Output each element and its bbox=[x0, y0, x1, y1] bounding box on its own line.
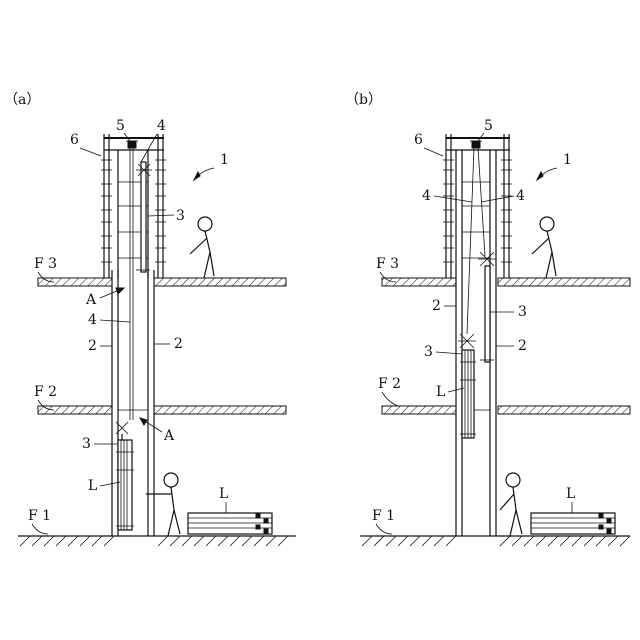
panel-a-material-stack bbox=[188, 513, 272, 534]
panel-b-system-arrow bbox=[537, 172, 543, 180]
panel-a-upper-carriage bbox=[136, 162, 152, 272]
panel-a-f1-leader bbox=[32, 524, 48, 534]
panel-a-ref-f2: F 2 bbox=[34, 384, 57, 400]
panel-a-slab-f3 bbox=[38, 278, 286, 286]
panel-a-lower-carriage bbox=[116, 422, 134, 530]
panel-a-carriage-top-leader bbox=[148, 215, 174, 216]
panel-b-ref-system: 1 bbox=[563, 152, 572, 168]
panel-b-f2-leader bbox=[382, 392, 398, 406]
panel-b-ref-carriage-left: 3 bbox=[424, 344, 433, 360]
panel-a-scaffold-leader bbox=[80, 148, 101, 156]
panel-a-hoist bbox=[126, 141, 138, 148]
panel-a-ref-f1: F 1 bbox=[28, 508, 51, 524]
panel-b-lower-carriage bbox=[458, 334, 476, 438]
panel-b-ground-f1 bbox=[360, 536, 630, 546]
panel-a-ref-carriage-bottom: 3 bbox=[82, 436, 91, 452]
panel-b-wire bbox=[467, 148, 485, 334]
panel-a-worker-top bbox=[190, 217, 214, 278]
panel-a-ref-load-left: L bbox=[88, 478, 97, 494]
panel-a-ref-load-right: L bbox=[219, 486, 228, 502]
panel-b-ref-f2: F 2 bbox=[378, 376, 401, 392]
panel-b-ref-wire-right: 4 bbox=[516, 188, 525, 204]
panel-a: （a） bbox=[4, 92, 296, 546]
panel-a-section-a-bottom-arrow bbox=[140, 418, 147, 425]
panel-a-ref-wire-top: 4 bbox=[157, 118, 166, 134]
panel-b-f1-leader bbox=[376, 524, 392, 534]
panel-b-ref-scaffold: 6 bbox=[414, 132, 423, 148]
panel-b-material-stack bbox=[531, 513, 615, 534]
panel-a-wire bbox=[130, 148, 133, 420]
panel-b-ref-load-left: L bbox=[436, 384, 445, 400]
panel-a-ref-carriage-top: 3 bbox=[176, 208, 185, 224]
panel-b-wire-left-leader bbox=[434, 196, 472, 202]
panel-a-ref-system: 1 bbox=[220, 152, 229, 168]
panel-b-hoist bbox=[470, 141, 482, 148]
panel-b-carriage-left-leader bbox=[436, 352, 462, 354]
panel-a-ref-f3: F 3 bbox=[34, 256, 57, 272]
panel-b-slab-f3 bbox=[382, 278, 630, 286]
panel-b-slab-f2 bbox=[382, 406, 630, 414]
panel-b-ref-shaft-left: 2 bbox=[432, 298, 441, 314]
panel-b-ref-wire-left: 4 bbox=[422, 188, 431, 204]
panel-a-ref-hoist: 5 bbox=[116, 118, 125, 134]
panel-a-scaffold bbox=[101, 134, 166, 278]
panel-a-label: （a） bbox=[4, 92, 40, 108]
panel-b: （b） bbox=[345, 92, 630, 546]
panel-a-section-a-top-arrow bbox=[116, 288, 124, 294]
panel-a-worker-bottom bbox=[146, 473, 180, 536]
panel-a-ref-section-a-bottom: A bbox=[163, 428, 175, 444]
panel-b-ref-f1: F 1 bbox=[372, 508, 395, 524]
panel-b-ref-shaft-right: 2 bbox=[518, 338, 527, 354]
panel-b-scaffold-leader bbox=[424, 148, 443, 156]
panel-a-slab-f2 bbox=[38, 406, 286, 414]
panel-a-wire-mid-leader bbox=[100, 320, 130, 322]
panel-b-upper-carriage bbox=[478, 252, 496, 362]
panel-a-load-left-leader bbox=[100, 482, 120, 486]
panel-a-ref-wire-mid: 4 bbox=[88, 312, 97, 328]
panel-b-worker-bottom bbox=[500, 473, 522, 536]
panel-b-scaffold bbox=[443, 134, 512, 278]
panel-b-ref-f3: F 3 bbox=[376, 256, 399, 272]
panel-a-ref-section-a-top: A bbox=[85, 292, 97, 308]
panel-a-ground-f1 bbox=[18, 536, 296, 546]
panel-b-ref-load-right: L bbox=[566, 486, 575, 502]
panel-a-ref-scaffold: 6 bbox=[70, 132, 79, 148]
panel-b-ref-carriage-right: 3 bbox=[518, 304, 527, 320]
panel-a-ref-shaft-left: 2 bbox=[88, 338, 97, 354]
panel-b-label: （b） bbox=[345, 92, 382, 108]
panel-a-ref-shaft-right: 2 bbox=[174, 336, 183, 352]
panel-b-ref-hoist: 5 bbox=[484, 118, 493, 134]
panel-b-worker-top bbox=[532, 217, 556, 278]
panel-a-system-arrow bbox=[194, 172, 200, 180]
